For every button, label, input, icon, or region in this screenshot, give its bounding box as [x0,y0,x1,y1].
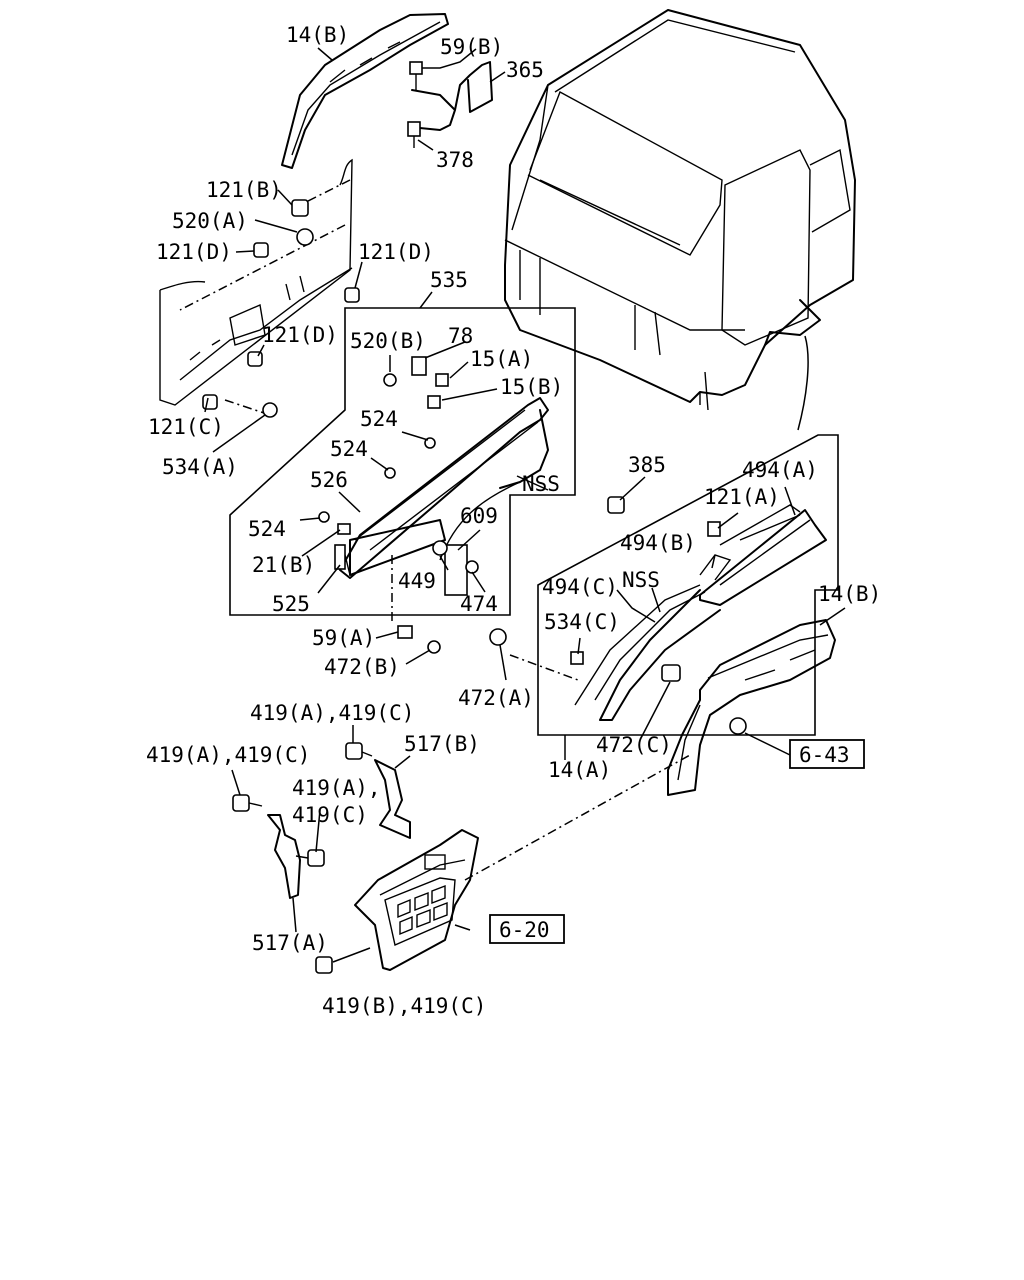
screw-524-icon [318,511,330,523]
label-419c: 419(C) [292,803,368,827]
label-121d-2: 121(D) [358,240,434,264]
rivet-534a-icon [262,402,278,418]
label-121d-3: 121(D) [262,323,338,347]
label-524-3: 524 [248,517,286,541]
label-14b-top: 14(B) [286,23,349,47]
nut-520b-icon [383,373,397,387]
bolt-15b-icon [427,395,441,409]
bolt-378-icon [407,121,421,137]
label-517b: 517(B) [404,732,480,756]
bracket-517b [345,742,411,839]
label-121c: 121(C) [148,415,224,439]
label-nss-2: NSS [622,568,660,592]
label-419a: 419(A), [292,776,381,800]
label-nss-1: NSS [522,472,560,496]
bracket-365 [407,61,493,148]
vent-icon [424,854,446,870]
label-526: 526 [310,468,348,492]
screw-472b-icon [427,640,441,654]
ref-620-text: 6-20 [499,918,550,942]
leader-lines [204,47,846,933]
box-535 [229,307,576,616]
fastener-385-icon [607,496,625,514]
label-385: 385 [628,453,666,477]
label-419bc: 419(B),419(C) [322,994,486,1018]
ref-643-box[interactable]: 6-43 [789,739,865,769]
label-121a: 121(A) [704,485,780,509]
bolt-419-icon [307,849,325,867]
bracket-609-icon [444,544,468,596]
grommet-472a-icon [489,628,507,646]
label-419ac-2: 419(A),419(C) [146,743,310,767]
rail-526-assembly [318,356,549,625]
bolt-419-icon [232,794,250,812]
clip-121d-icon [247,351,263,367]
label-494a: 494(A) [742,458,818,482]
bracket-517a [232,794,325,899]
clip-121a-icon [707,521,721,537]
washer-520a-icon [296,228,314,246]
plate-525-icon [334,544,346,570]
box-535-bottom-hardware [397,625,441,654]
ref-620-box[interactable]: 6-20 [489,914,565,944]
sill-14a-assembly [509,496,827,721]
rivet-534c-icon [570,651,584,665]
label-520a: 520(A) [172,209,248,233]
label-472c: 472(C) [596,733,672,757]
clip-121d-icon [344,287,360,303]
label-365: 365 [506,58,544,82]
clip-121c-icon [202,394,218,410]
clip-21b-icon [337,523,351,535]
labels: 14(B) 59(B) 365 378 121(B) 520(A) 121(D)… [146,23,881,1018]
nut-59a-icon [397,625,413,639]
label-535: 535 [430,268,468,292]
box-14a [537,434,839,736]
label-59a: 59(A) [312,626,375,650]
grommet-121b-icon [291,199,309,217]
label-609: 609 [460,504,498,528]
label-449: 449 [398,569,436,593]
label-524-2: 524 [330,437,368,461]
bolt-474-icon [465,560,479,574]
clip-121d-icon [253,242,269,258]
label-121b: 121(B) [206,178,282,202]
bolt-419b-icon [315,956,333,974]
label-525: 525 [272,592,310,616]
bolt-15a-icon [435,373,449,387]
label-121d-1: 121(D) [156,240,232,264]
clip-icon [729,717,747,735]
label-494b: 494(B) [620,531,696,555]
label-21b: 21(B) [252,553,315,577]
label-472b: 472(B) [324,655,400,679]
label-15b: 15(B) [500,375,563,399]
nut-59b-icon [409,61,423,75]
label-524-1: 524 [360,407,398,431]
cab-body [504,9,856,431]
ref-643-text: 6-43 [799,743,850,767]
label-494c: 494(C) [542,575,618,599]
inner-panel [159,158,353,416]
label-14a: 14(A) [548,758,611,782]
label-14b-right: 14(B) [818,582,881,606]
label-472a: 472(A) [458,686,534,710]
label-534c: 534(C) [544,610,620,634]
label-474: 474 [460,592,498,616]
fender-14b-top [281,13,449,169]
label-378: 378 [436,148,474,172]
bracket-78-icon [411,356,427,376]
step-assembly [315,754,691,974]
label-15a: 15(A) [470,347,533,371]
fender-14b-right [489,619,836,796]
label-520b: 520(B) [350,329,426,353]
panel-hardware [202,199,360,418]
bolt-419-icon [345,742,363,760]
label-419ac-1: 419(A),419(C) [250,701,414,725]
washer-449-icon [432,540,448,556]
label-59b: 59(B) [440,35,503,59]
bolt-472c-icon [661,664,681,682]
label-517a: 517(A) [252,931,328,955]
label-534a: 534(A) [162,455,238,479]
label-78: 78 [448,324,473,348]
